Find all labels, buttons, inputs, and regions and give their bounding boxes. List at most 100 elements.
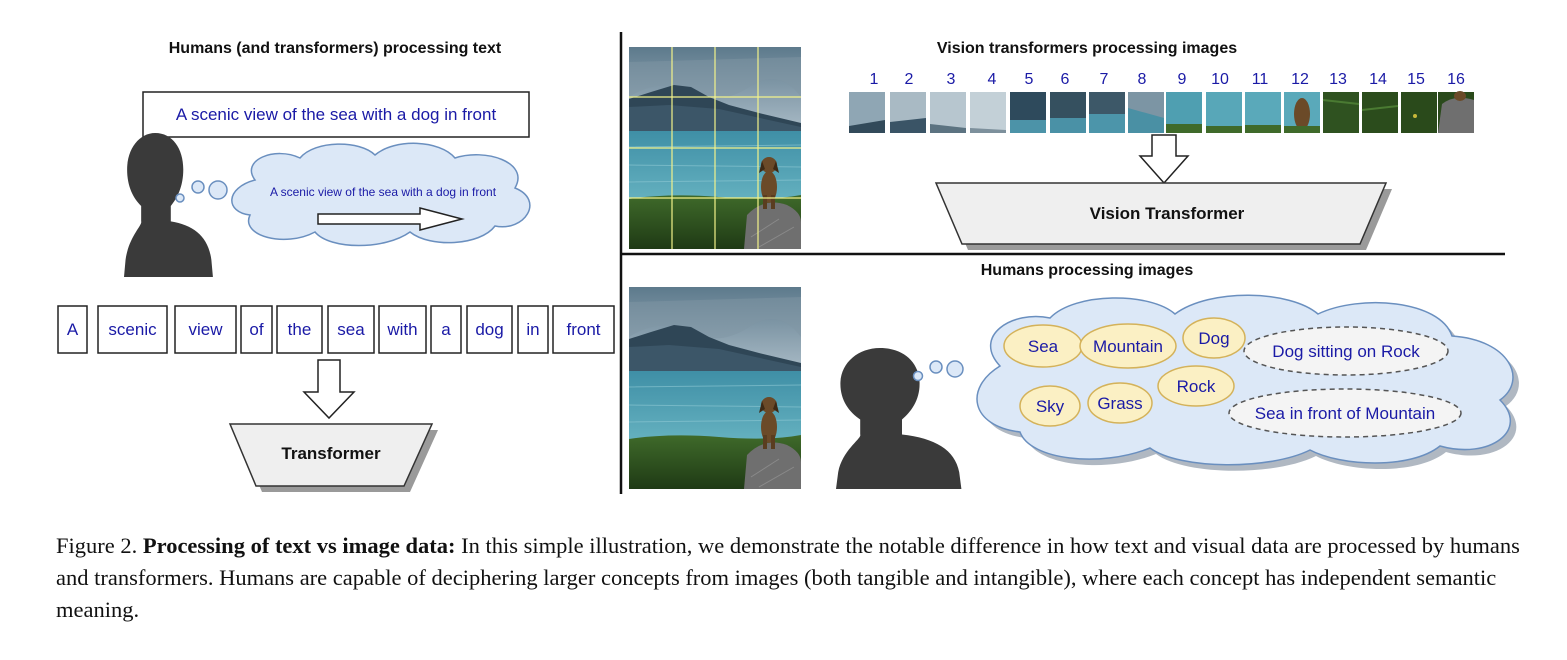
- patch-number: 9: [1178, 71, 1187, 88]
- image-patch: [1050, 92, 1086, 133]
- arrow-right-icon: [317, 207, 465, 231]
- concept-bubble: [1087, 382, 1153, 424]
- thought-text: A scenic view of the sea with a dog in f…: [270, 185, 497, 199]
- mind-dot: [912, 370, 924, 382]
- token-text: the: [288, 320, 312, 339]
- left-panel-title: Humans (and transformers) processing tex…: [169, 40, 502, 57]
- human-vision-panel-title: Humans processing images: [981, 262, 1194, 279]
- figure-caption: Figure 2. Processing of text vs image da…: [56, 530, 1546, 626]
- token-text: view: [188, 320, 223, 339]
- token-box: [174, 305, 237, 354]
- image-patch: [849, 92, 885, 133]
- patch-number: 11: [1252, 71, 1269, 88]
- transformer-label: Transformer: [281, 444, 381, 463]
- relation-bubble: [1243, 326, 1449, 376]
- concept-label: Sea: [1028, 337, 1059, 356]
- concept-bubble: [1019, 385, 1081, 427]
- image-patch: [890, 92, 926, 133]
- token-box: [327, 305, 375, 354]
- arrow-down-icon: [1138, 134, 1190, 185]
- patch-number: 1: [870, 71, 879, 88]
- relation-label: Sea in front of Mountain: [1255, 404, 1436, 423]
- thought-bubble-small: [191, 180, 205, 194]
- image-patch: [1166, 92, 1202, 133]
- image-patch: [1206, 92, 1242, 133]
- patch-number: 13: [1329, 71, 1347, 88]
- token-text: a: [441, 320, 451, 339]
- concept-label: Mountain: [1093, 337, 1163, 356]
- transformer-block: [228, 423, 434, 487]
- image-patch: [1284, 92, 1320, 133]
- image-patch: [930, 92, 966, 133]
- person-silhouette: [836, 348, 962, 489]
- concept-label: Sky: [1036, 397, 1065, 416]
- sentence-box: [142, 91, 530, 138]
- caption-body: In this simple illustration, we demonstr…: [56, 533, 1520, 622]
- vit-panel-title: Vision transformers processing images: [937, 40, 1237, 57]
- vit-label: Vision Transformer: [1090, 204, 1245, 223]
- arrow-down-icon: [302, 359, 356, 420]
- image-patch: [1245, 92, 1281, 133]
- image-patch: [1089, 92, 1125, 133]
- concept-cloud: [976, 294, 1514, 466]
- token-text: with: [386, 320, 417, 339]
- vit-block: [934, 182, 1388, 245]
- concept-label: Grass: [1097, 394, 1142, 413]
- concept-label: Rock: [1177, 377, 1216, 396]
- thought-bubble-small: [929, 360, 943, 374]
- mind-dot: [175, 193, 185, 203]
- patch-number: 16: [1447, 71, 1465, 88]
- concept-bubble: [1079, 323, 1177, 369]
- patch-numbers: 1 2 3 4 5 6 7 8 9 10 11 12 13 14 15 16: [870, 71, 1465, 88]
- patch-strip: [849, 91, 1474, 133]
- token-text: sea: [337, 320, 365, 339]
- patch-number: 8: [1138, 71, 1147, 88]
- image-patch: [1401, 92, 1437, 133]
- sentence-text: A scenic view of the sea with a dog in f…: [176, 105, 497, 124]
- image-patch: [970, 92, 1006, 133]
- token-box: [97, 305, 168, 354]
- image-patch: [1322, 92, 1360, 133]
- token-box: [466, 305, 513, 354]
- token-box: [57, 305, 88, 354]
- patch-number: 2: [905, 71, 914, 88]
- concept-label: Dog: [1198, 329, 1229, 348]
- image-patch: [1010, 92, 1046, 133]
- gridded-photo: [628, 46, 802, 250]
- concept-bubbles: Sea Mountain Dog Sky Grass Rock Dog sitt…: [1003, 317, 1462, 438]
- token-box: [240, 305, 273, 354]
- patch-number: 15: [1407, 71, 1425, 88]
- image-patch: [1128, 92, 1164, 133]
- patch-number: 5: [1025, 71, 1034, 88]
- caption-bold-title: Processing of text vs image data:: [142, 533, 456, 558]
- token-text: A: [67, 320, 79, 339]
- token-box: [552, 305, 615, 354]
- caption-figure-number: Figure 2.: [56, 533, 138, 558]
- patch-number: 10: [1211, 71, 1229, 88]
- patch-number: 6: [1061, 71, 1070, 88]
- plain-photo: [628, 286, 802, 490]
- concept-bubble: [1157, 365, 1235, 407]
- relation-label: Dog sitting on Rock: [1272, 342, 1420, 361]
- token-text: dog: [475, 320, 503, 339]
- patch-number: 7: [1100, 71, 1109, 88]
- token-text: front: [566, 320, 600, 339]
- concept-bubble: [1182, 317, 1246, 359]
- relation-bubble: [1228, 388, 1462, 438]
- token-box: [517, 305, 549, 354]
- thought-bubble-medium: [208, 180, 228, 200]
- token-text: of: [249, 320, 263, 339]
- image-patch: [1438, 91, 1474, 133]
- patch-number: 12: [1291, 71, 1309, 88]
- image-patch: [1361, 92, 1399, 133]
- token-text: in: [526, 320, 539, 339]
- token-box: [276, 305, 323, 354]
- patch-number: 4: [988, 71, 997, 88]
- token-box: [378, 305, 427, 354]
- person-silhouette: [124, 133, 213, 277]
- patch-number: 3: [947, 71, 956, 88]
- token-list: A scenic view of the sea with a dog in f…: [57, 305, 615, 354]
- thought-bubble-medium: [946, 360, 964, 378]
- figure-diagram: Humans (and transformers) processing tex…: [57, 32, 1519, 494]
- patch-number: 14: [1369, 71, 1387, 88]
